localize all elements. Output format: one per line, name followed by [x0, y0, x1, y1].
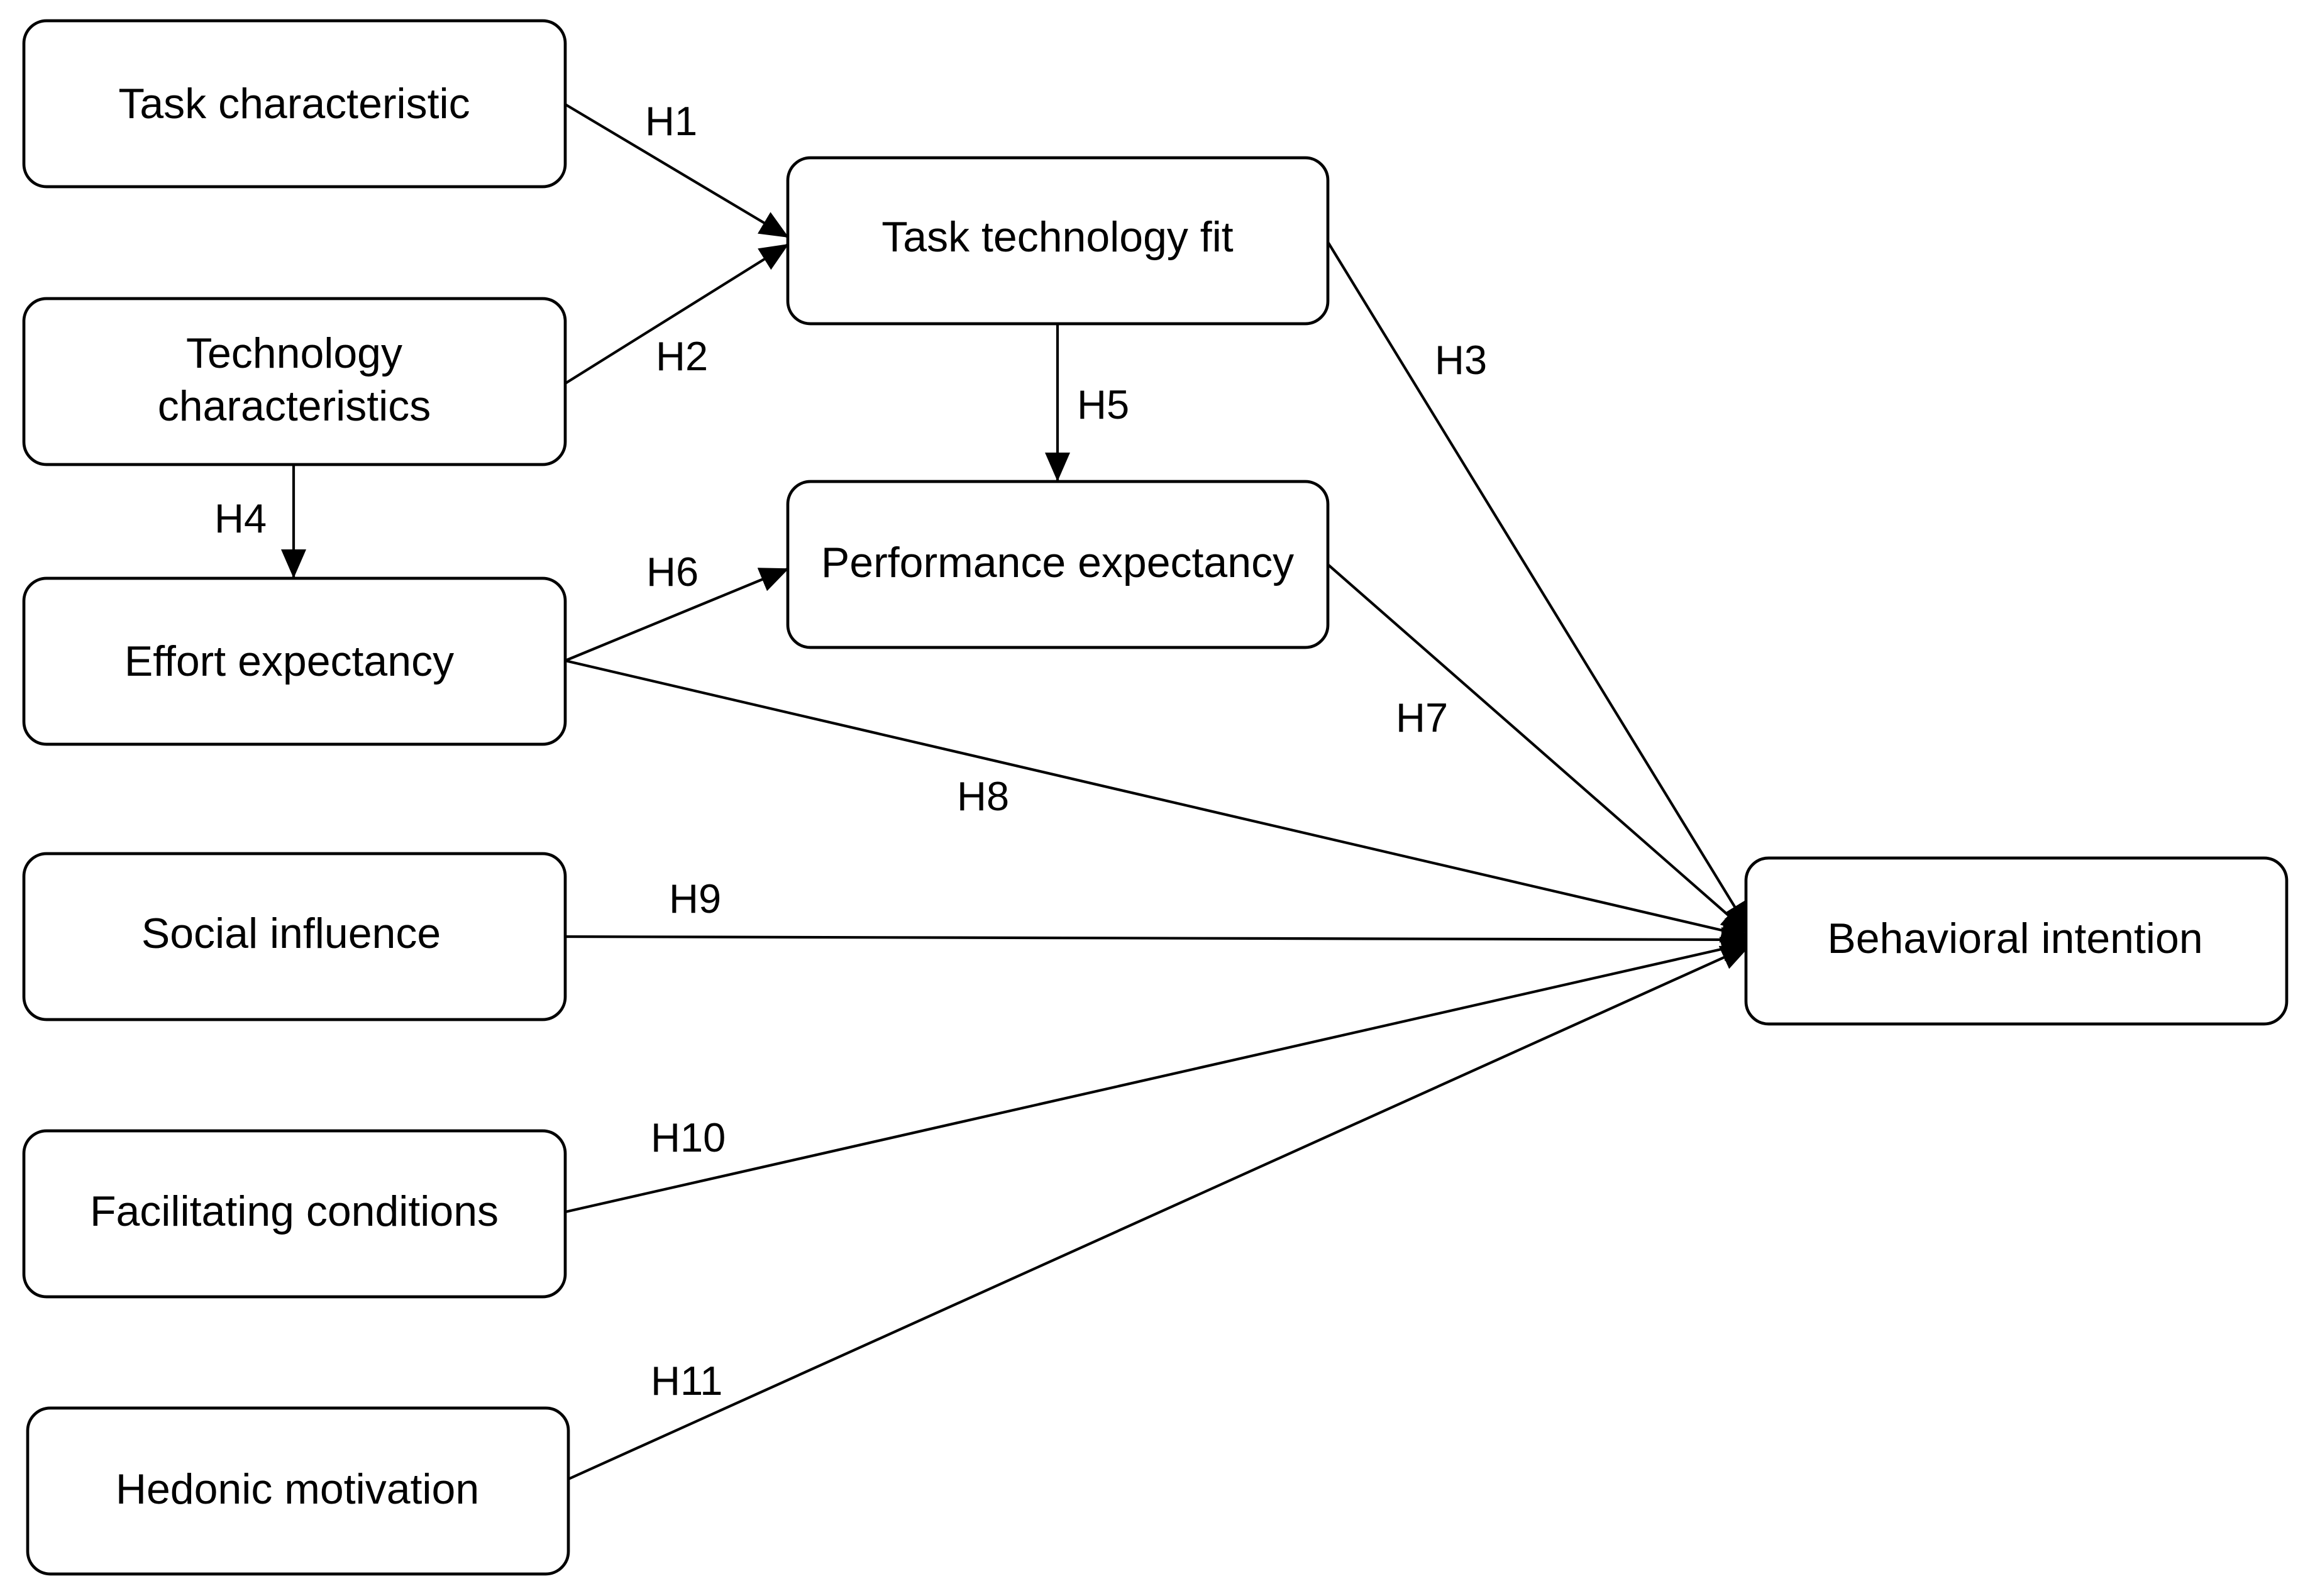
edge-h11: [568, 945, 1750, 1480]
node-label-behavioral-intention: Behavioral intention: [1827, 915, 2202, 962]
node-label-social-influence: Social influence: [141, 910, 441, 957]
edge-labels: H1 H2 H3 H4 H5 H6 H7 H8 H9 H10 H11: [214, 98, 1487, 1404]
node-performance-expectancy: Performance expectancy: [786, 480, 1330, 649]
node-label-facilitating-conditions: Facilitating conditions: [90, 1187, 499, 1235]
edge-h10: [565, 937, 1750, 1214]
node-label-effort-expectancy: Effort expectancy: [124, 637, 454, 685]
edge-h3: [1327, 241, 1750, 932]
edge-label-h1: H1: [645, 98, 697, 144]
node-label-technology-characteristics-line2: characteristics: [158, 382, 431, 430]
edge-label-h8: H8: [957, 773, 1009, 819]
edge-h7: [1327, 563, 1750, 935]
edges: [281, 103, 1750, 1480]
node-task-technology-fit: Task technology fit: [786, 156, 1330, 326]
node-task-characteristic: Task characteristic: [22, 19, 567, 189]
edge-label-h6: H6: [646, 549, 699, 595]
node-technology-characteristics: Technology characteristics: [22, 297, 567, 466]
edge-label-h7: H7: [1396, 695, 1448, 740]
node-label-performance-expectancy: Performance expectancy: [821, 539, 1294, 586]
edge-label-h3: H3: [1435, 337, 1487, 383]
node-effort-expectancy: Effort expectancy: [22, 576, 567, 746]
edge-label-h5: H5: [1077, 382, 1129, 427]
node-hedonic-motivation: Hedonic motivation: [26, 1406, 570, 1576]
edge-label-h4: H4: [214, 495, 267, 541]
edge-label-h2: H2: [656, 333, 708, 379]
edge-h9: [565, 927, 1750, 952]
edge-h2: [564, 243, 789, 385]
edge-h1: [564, 103, 789, 238]
edge-h8: [565, 659, 1750, 943]
edge-h6: [565, 568, 789, 662]
edge-label-h10: H10: [651, 1114, 726, 1160]
edge-label-h11: H11: [651, 1358, 722, 1404]
node-label-hedonic-motivation: Hedonic motivation: [116, 1465, 479, 1513]
edge-label-h9: H9: [669, 876, 721, 922]
node-label-task-characteristic: Task characteristic: [118, 80, 470, 128]
node-social-influence: Social influence: [22, 852, 567, 1021]
node-facilitating-conditions: Facilitating conditions: [22, 1129, 567, 1299]
node-behavioral-intention: Behavioral intention: [1744, 856, 2289, 1026]
node-label-technology-characteristics: Technology: [186, 329, 402, 377]
node-label-task-technology-fit: Task technology fit: [881, 213, 1234, 261]
